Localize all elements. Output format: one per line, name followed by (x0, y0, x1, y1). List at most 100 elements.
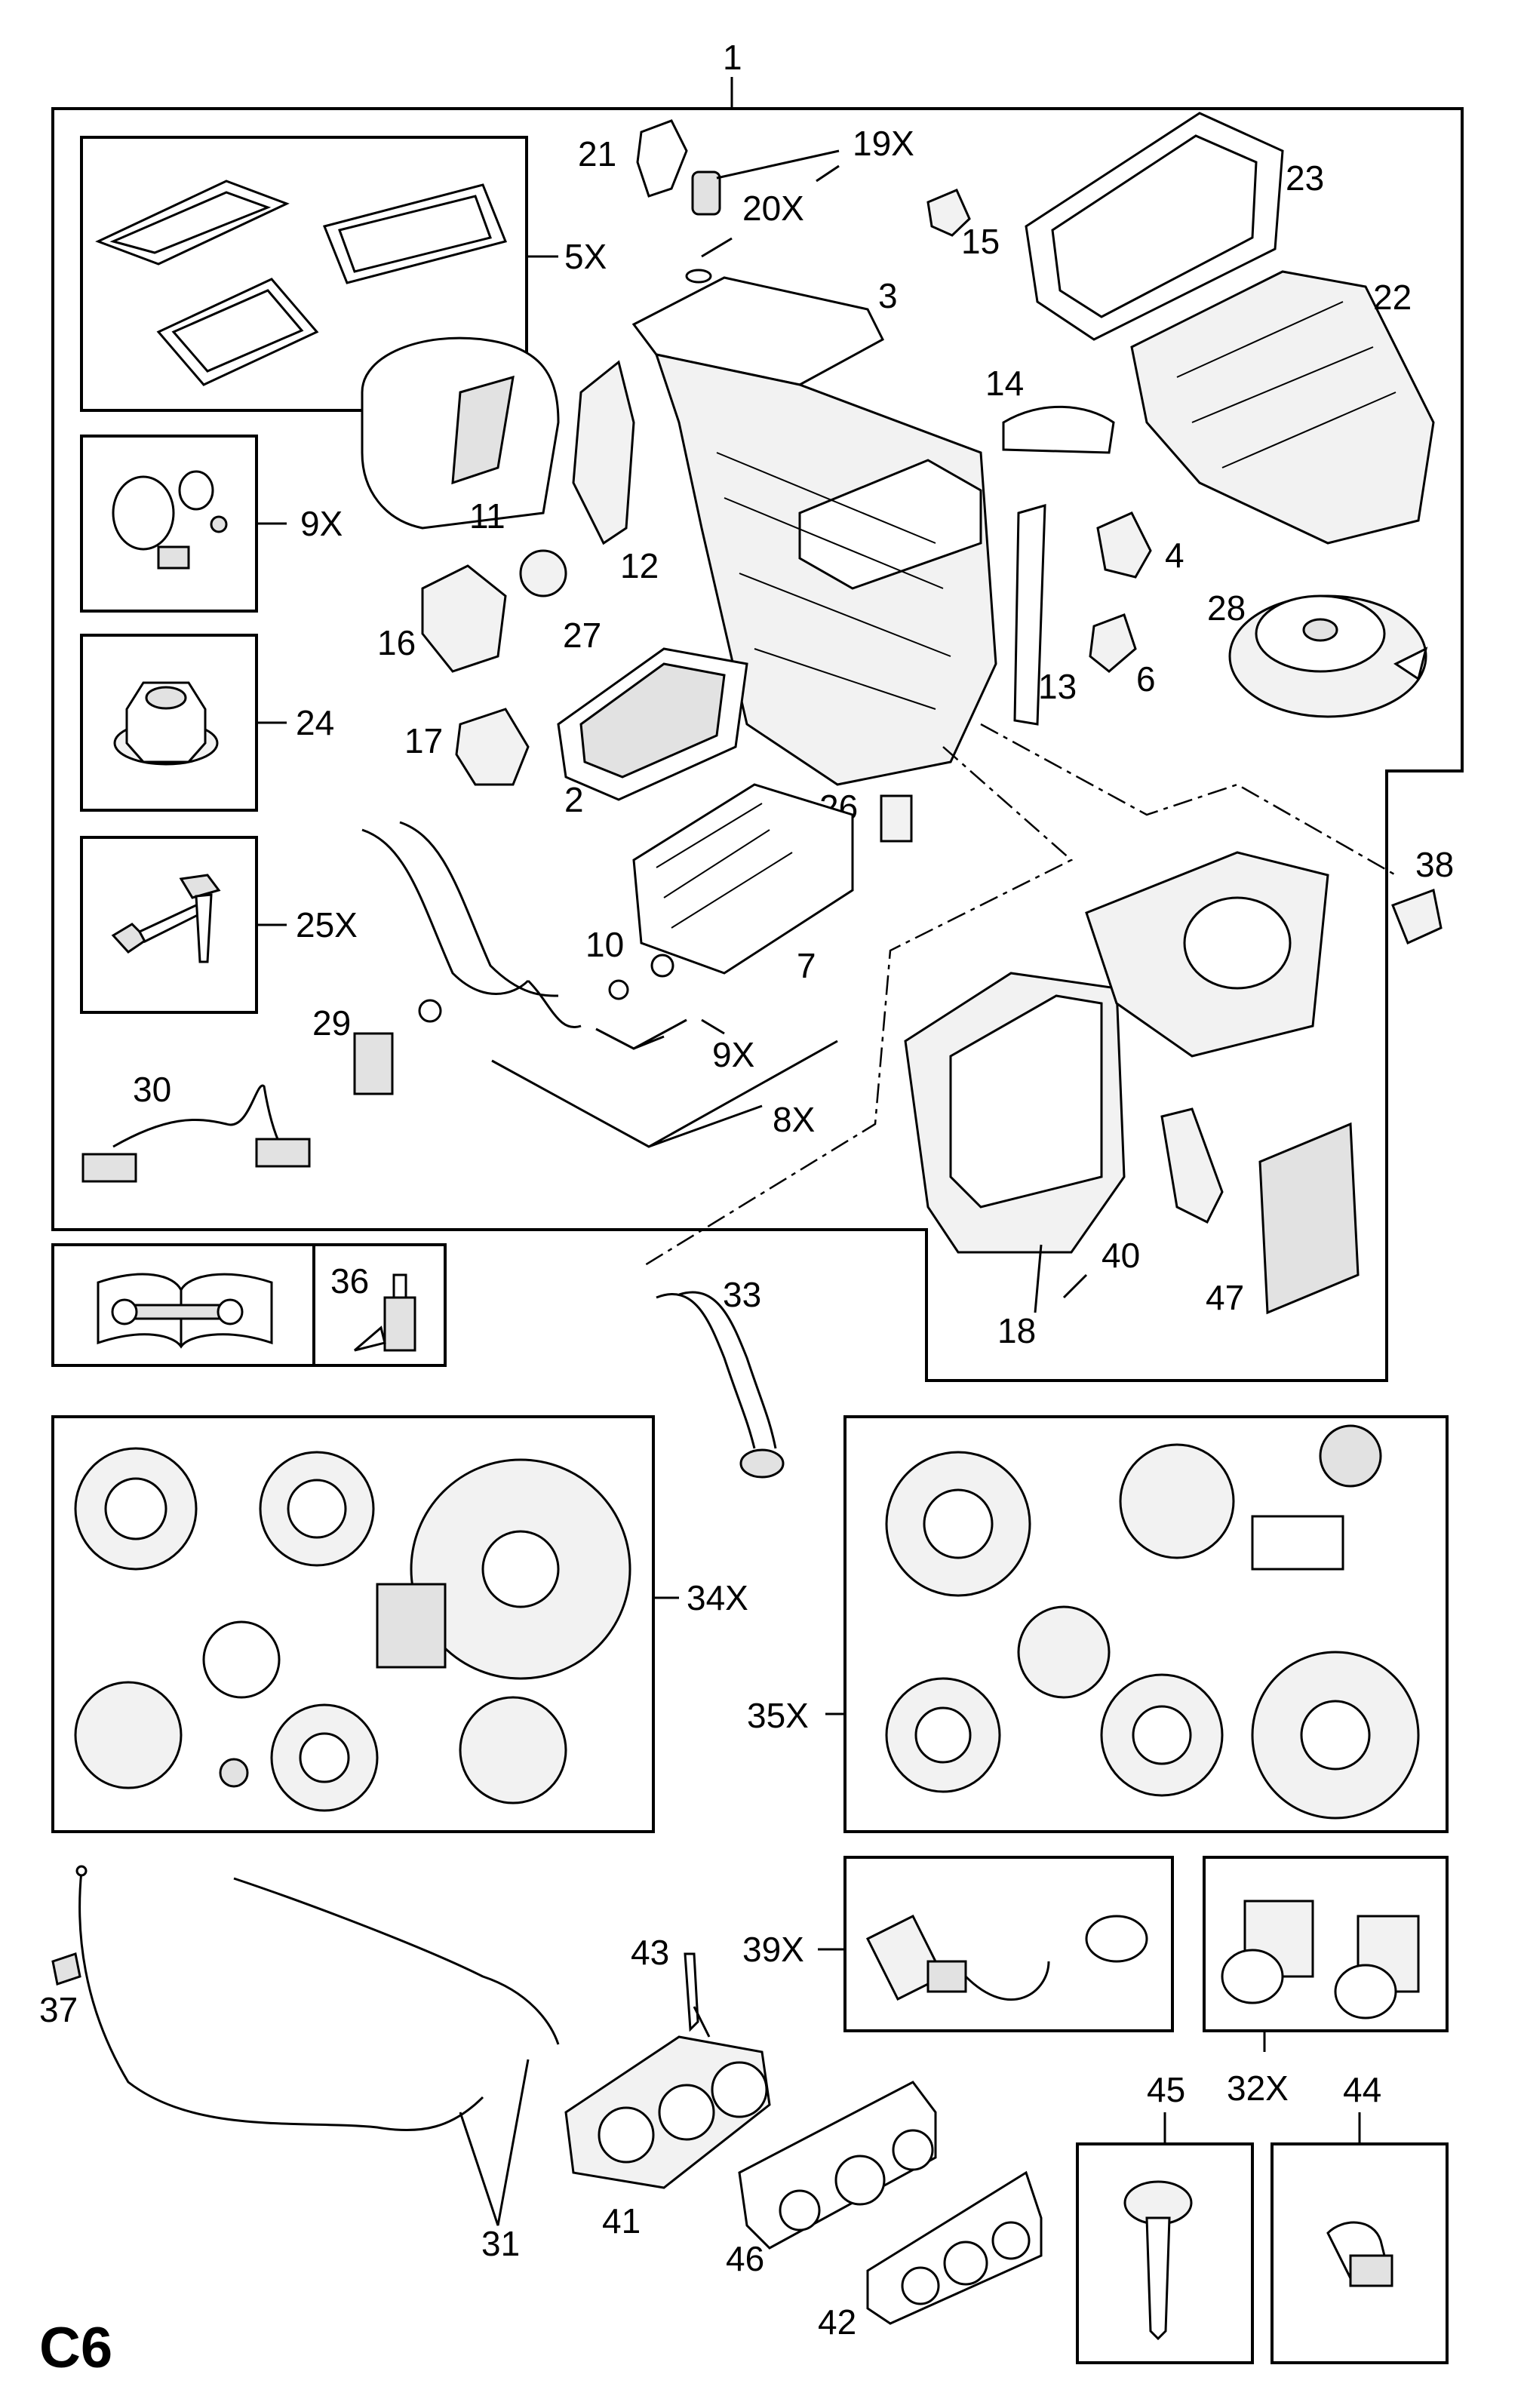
ref-9x-a: 9X (300, 504, 343, 543)
resistor-kit-39x (865, 1914, 1148, 2001)
ref-34x: 34X (687, 1578, 748, 1617)
box-35x-gear-kit (843, 1415, 1449, 1833)
ref-10: 10 (585, 925, 624, 964)
ref-29: 29 (312, 1003, 351, 1043)
ref-18: 18 (997, 1311, 1036, 1350)
ref-23: 23 (1286, 158, 1324, 198)
control-panel-part-41 (564, 2035, 771, 2189)
ref-7: 7 (797, 946, 816, 985)
ref-45: 45 (1147, 2070, 1185, 2109)
leader-8x (491, 1040, 838, 1148)
part-38 (1391, 888, 1443, 945)
ref-6: 6 (1136, 659, 1156, 699)
ref-14: 14 (985, 364, 1024, 403)
control-panel-part-46 (738, 2081, 937, 2250)
ref-3: 3 (878, 276, 898, 315)
bezel-part-42 (866, 2170, 1043, 2325)
ref-31: 31 (481, 2224, 520, 2263)
ref-30: 30 (133, 1070, 171, 1109)
evaporator-part-2 (557, 647, 748, 801)
ref-12: 12 (620, 546, 659, 585)
leader-20x (816, 164, 840, 183)
leader-43 (693, 2006, 711, 2038)
ref-33: 33 (723, 1275, 761, 1314)
filter-part-47 (1258, 1122, 1360, 1315)
ref-20x: 20X (742, 189, 804, 228)
heater-core-part-7 (632, 783, 854, 975)
ref-36: 36 (330, 1261, 369, 1301)
ref-17: 17 (404, 721, 443, 760)
ref-27: 27 (563, 616, 601, 655)
ref-40: 40 (1102, 1236, 1140, 1275)
part-26 (880, 794, 913, 843)
strip-part-13 (1013, 503, 1046, 726)
blower-housing-part-22 (1130, 270, 1435, 545)
leader-40 (1062, 1273, 1088, 1299)
leader-31 (459, 2059, 530, 2226)
clip-part-37 (51, 1952, 81, 1986)
ref-2: 2 (564, 780, 584, 819)
part-4 (1096, 511, 1152, 579)
ref-39x: 39X (742, 1930, 804, 1969)
screws-part (111, 874, 221, 963)
box-5x-seal-kit (80, 136, 528, 412)
box-32x-actuator-kit (1203, 1856, 1449, 2032)
part-15 (926, 189, 971, 237)
ref-25x: 25X (296, 905, 358, 944)
ref-4: 4 (1165, 536, 1184, 575)
gears-kit-34x (74, 1447, 631, 1812)
ref-46: 46 (726, 2239, 764, 2278)
ref-9x-b: 9X (712, 1035, 754, 1074)
ref-1: 1 (723, 38, 742, 77)
page-code: C6 (39, 2316, 112, 2380)
leader-18 (1034, 1244, 1043, 1313)
actuator-kit-32x (1221, 1900, 1420, 2019)
ref-13: 13 (1038, 667, 1077, 706)
leader-oring (701, 237, 733, 258)
lower-housing-part-18 (904, 851, 1329, 1254)
ref-42: 42 (818, 2302, 856, 2342)
ref-38: 38 (1415, 845, 1454, 884)
adhesive-bottle-icon (354, 1273, 416, 1352)
bracket-part-12 (572, 360, 635, 545)
hex-nut-part (113, 681, 219, 766)
clamp-part-10 (650, 954, 674, 978)
ref-28: 28 (1207, 588, 1246, 628)
hose-part-33 (656, 1291, 785, 1479)
flap-part-11 (361, 336, 560, 530)
part-21 (636, 119, 688, 198)
ref-32x: 32X (1227, 2069, 1289, 2108)
box-manual-adhesive (51, 1243, 447, 1367)
ref-24: 24 (296, 703, 334, 742)
actuator-part-17 (455, 708, 530, 786)
blower-motor-part-28 (1228, 594, 1428, 718)
ref-43: 43 (631, 1933, 669, 1972)
ref-8x: 8X (773, 1100, 815, 1139)
control-cables-part-31 (75, 1865, 560, 2132)
ref-19x: 19X (853, 124, 914, 163)
seal-frames-part (95, 180, 508, 386)
screw-part-43 (684, 1952, 699, 2032)
ref-21: 21 (578, 134, 616, 174)
part-40 (1160, 1107, 1224, 1224)
gear-part-27 (519, 549, 567, 597)
clamp-ring-part (112, 470, 228, 570)
wiring-harness-part-30 (81, 1084, 311, 1183)
box-34x-gear-kit (51, 1415, 655, 1833)
main-assembly-frame (51, 107, 1464, 1382)
dash-leader-upper (980, 723, 1396, 877)
o-ring-part (685, 269, 712, 284)
part-14 (1002, 405, 1115, 454)
ref-15: 15 (961, 222, 1000, 261)
ref-35x: 35X (747, 1696, 809, 1735)
part-6 (1089, 613, 1137, 673)
leader-9x-b2 (701, 1018, 725, 1035)
ring-part-9x (608, 979, 629, 1000)
leader-9x-b (595, 1018, 687, 1050)
frame-part-23 (1025, 112, 1284, 341)
heater-pipes-part (361, 821, 582, 1029)
bulb-part-44 (1326, 2221, 1393, 2287)
screw-part-45 (1123, 2180, 1193, 2341)
gears-kit-35x (885, 1424, 1420, 1820)
